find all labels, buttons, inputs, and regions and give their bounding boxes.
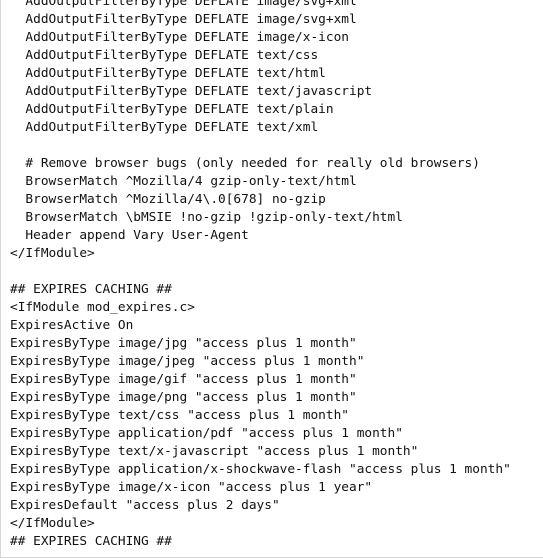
code-line: Header append Vary User-Agent: [10, 228, 249, 243]
code-line: AddOutputFilterByType DEFLATE text/html: [10, 66, 326, 81]
code-line: </IfModule>: [10, 246, 95, 261]
code-editor[interactable]: AddOutputFilterByType DEFLATE image/svg+…: [10, 0, 543, 557]
code-line: ExpiresDefault "access plus 2 days": [10, 498, 280, 513]
code-line: </IfModule>: [10, 516, 95, 531]
code-line: ExpiresByType image/jpg "access plus 1 m…: [10, 336, 357, 351]
code-line: AddOutputFilterByType DEFLATE text/css: [10, 48, 319, 63]
code-line: ExpiresByType text/x-javascript "access …: [10, 444, 419, 459]
code-line: ExpiresByType image/x-icon "access plus …: [10, 480, 373, 495]
code-line: AddOutputFilterByType DEFLATE image/svg+…: [10, 12, 357, 27]
code-line: BrowserMatch ^Mozilla/4\.0[678] no-gzip: [10, 192, 326, 207]
code-line: <IfModule mod_expires.c>: [10, 300, 195, 315]
code-line: AddOutputFilterByType DEFLATE image/x-ic…: [10, 30, 349, 45]
code-line: ExpiresByType image/jpeg "access plus 1 …: [10, 354, 365, 369]
comment-line: # Remove browser bugs (only needed for r…: [10, 156, 480, 171]
code-line: ExpiresActive On: [10, 318, 134, 333]
code-line: AddOutputFilterByType DEFLATE image/svg+…: [10, 0, 357, 9]
code-line: ExpiresByType image/gif "access plus 1 m…: [10, 372, 357, 387]
code-line: ExpiresByType text/css "access plus 1 mo…: [10, 408, 349, 423]
code-line: BrowserMatch ^Mozilla/4 gzip-only-text/h…: [10, 174, 357, 189]
code-line: AddOutputFilterByType DEFLATE text/xml: [10, 120, 319, 135]
blank-line: [10, 263, 543, 281]
section-header-line: ## EXPIRES CACHING ##: [10, 282, 172, 297]
section-header-line: ## EXPIRES CACHING ##: [10, 534, 172, 549]
blank-line: [10, 137, 543, 155]
code-line: ExpiresByType application/x-shockwave-fl…: [10, 462, 511, 477]
code-line: ExpiresByType application/pdf "access pl…: [10, 426, 403, 441]
code-line: AddOutputFilterByType DEFLATE text/plain: [10, 102, 334, 117]
code-line: BrowserMatch \bMSIE !no-gzip !gzip-only-…: [10, 210, 403, 225]
code-line: AddOutputFilterByType DEFLATE text/javas…: [10, 84, 373, 99]
code-line: ExpiresByType image/png "access plus 1 m…: [10, 390, 357, 405]
